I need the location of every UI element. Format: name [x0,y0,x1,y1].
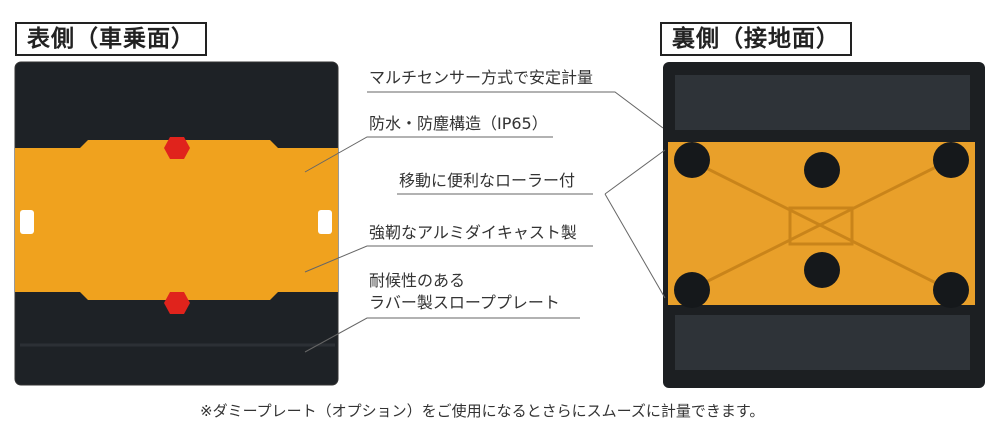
callout-aluminum: 強靭なアルミダイキャスト製 [369,223,577,242]
red-marker-icon [164,292,190,314]
callout-leader-lines [304,91,666,353]
callout-rubber-slope: ラバー製スローププレート [369,293,560,312]
callout-rollers: 移動に便利なローラー付 [399,171,576,190]
roller-icon [674,142,969,308]
callout-weather-resistant: 耐候性のある [369,271,466,290]
callout-waterproof: 防水・防塵構造（IP65） [369,114,548,133]
footnote: ※ダミープレート（オプション）をご使用になるとさらにスムーズに計量できます。 [200,402,765,420]
back-side-title: 裏側（接地面） [660,22,852,56]
front-plate-image [14,61,339,386]
callout-multi-sensor: マルチセンサー方式で安定計量 [369,68,594,87]
back-plate-image [663,62,985,388]
red-marker-icon [164,137,190,159]
front-side-title: 表側（車乗面） [15,22,207,56]
